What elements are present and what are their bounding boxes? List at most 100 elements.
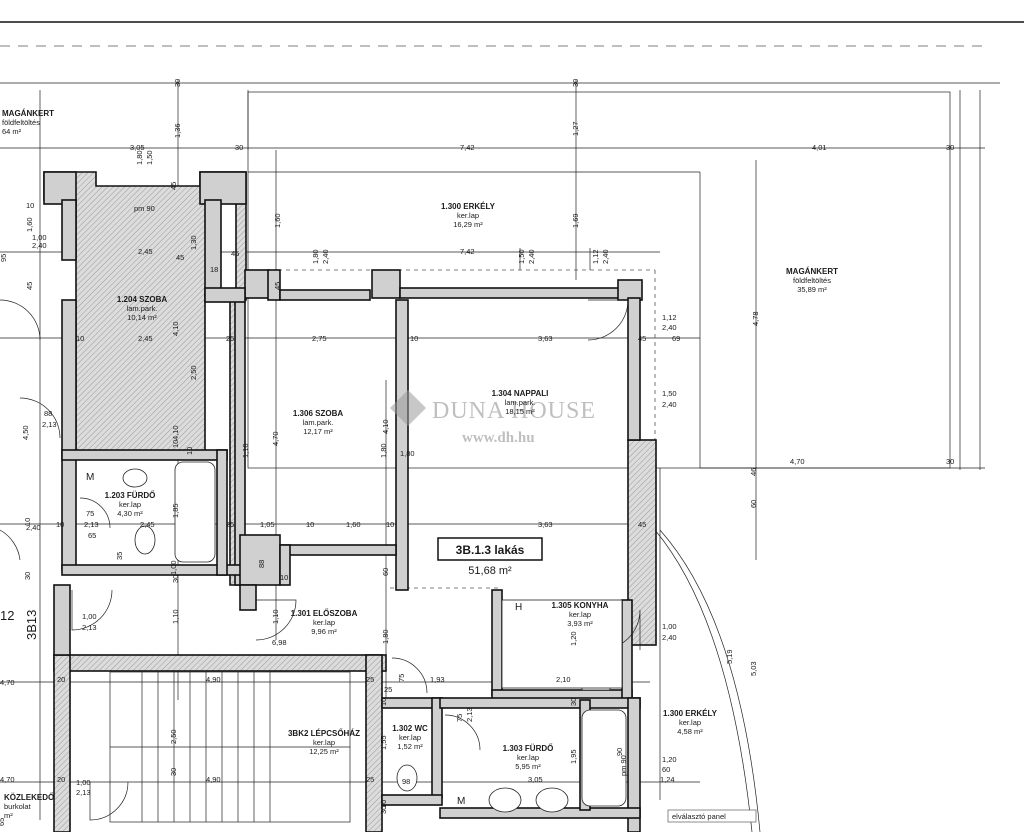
dimension-label: 88: [257, 560, 266, 568]
dimension-label: 1,50: [662, 389, 677, 398]
unit-area: 51,68 m²: [468, 565, 512, 577]
dimension-label: 1,80: [400, 449, 415, 458]
dimension-label: 2,13: [76, 788, 91, 797]
dimension-label: 1,05: [260, 520, 275, 529]
room-eloszoba-1301-surface: ker.lap: [313, 618, 335, 627]
dimension-label: 2,50: [189, 365, 198, 380]
dimension-label: 30: [569, 698, 578, 706]
dimension-label: 60: [749, 500, 758, 508]
dimension-label: 10: [386, 520, 394, 529]
dimension-label: 10: [410, 334, 418, 343]
dimension-label: 1,55: [379, 735, 388, 750]
room-nappali-1304-surface: lam.park.: [505, 398, 536, 407]
dimension-label: 45: [638, 334, 646, 343]
room-erkely-1300-right-area: 4,58 m²: [677, 727, 703, 736]
dimension-label: 4,70: [790, 457, 805, 466]
room-nappali-1304-name: 1.304 NAPPALI: [492, 389, 549, 398]
stair-treads: [109, 671, 351, 823]
dimension-label: 60: [381, 568, 390, 576]
dimension-label: 30: [171, 575, 180, 583]
room-eloszoba-1301-area: 9,96 m²: [311, 627, 337, 636]
dimension-label: 1,00: [32, 233, 47, 242]
unit-label-box: [437, 537, 543, 561]
room-furdo-1303-surface: ker.lap: [517, 753, 539, 762]
dimension-label: 90: [615, 748, 624, 756]
room-nappali-1304-area: 18,15 m²: [505, 407, 535, 416]
panel-note-box: [667, 809, 757, 823]
dimension-label: 1,27: [571, 121, 580, 136]
dimension-label: 20: [57, 675, 65, 684]
dimension-label: 2,45: [138, 334, 153, 343]
dimension-label: 65: [88, 531, 96, 540]
dimension-label: 2,13: [42, 420, 57, 429]
dimension-label: 35: [115, 552, 124, 560]
room-szoba-1204-area: 10,14 m²: [127, 313, 157, 322]
dimension-label: 4,10: [381, 419, 390, 434]
dimension-label: 1,80: [311, 249, 320, 264]
dimension-label: 25: [384, 685, 392, 694]
fixtures: [122, 461, 627, 813]
dimension-label: 1,80: [381, 629, 390, 644]
room-erkely-1300-top-name: 1.300 ERKÉLY: [441, 202, 496, 211]
dimension-label: 1,93: [430, 675, 445, 684]
dimension-label: 1,50: [145, 150, 154, 165]
room-furdo-1303-area: 5,95 m²: [515, 762, 541, 771]
dimension-label: 60: [662, 765, 670, 774]
dimension-label: 3,05: [130, 143, 145, 152]
dimension-label: 2,13: [82, 623, 97, 632]
room-furdo-1203-area: 4,30 m²: [117, 509, 143, 518]
room-maganker-left-surface: földfeltöltés: [2, 118, 40, 127]
dimension-label: 3,63: [538, 520, 553, 529]
room-wc-1302-surface: ker.lap: [399, 733, 421, 742]
dimension-label: 95: [0, 254, 8, 262]
dimension-label: 4,01: [812, 143, 827, 152]
pm90-bath-label: pm 90: [619, 755, 628, 776]
dimension-label: 1,10: [241, 443, 250, 458]
dimension-label: 1,50: [517, 249, 526, 264]
h-label: H: [515, 602, 522, 613]
dimension-label: 1,00: [76, 778, 91, 787]
dimension-label: 88: [44, 409, 52, 418]
dimension-label: 5,03: [749, 661, 758, 676]
dimension-label: 25: [366, 775, 374, 784]
dimension-label: 10: [379, 800, 388, 808]
watermark-brand: DUNA HOUSE: [432, 398, 596, 424]
room-furdo-1203-name: 1.203 FÜRDŐ: [105, 491, 156, 500]
dimension-label: 18: [210, 265, 218, 274]
dimension-label: 3,63: [538, 334, 553, 343]
dimension-label: 1,95: [569, 749, 578, 764]
room-magankert-right-surface: földfeltöltés: [793, 276, 831, 285]
dimension-label: 30: [23, 572, 32, 580]
dimension-label: 10: [26, 201, 34, 210]
dimension-label: 1,00: [662, 622, 677, 631]
dimension-label: 98: [402, 777, 410, 786]
m-label-1: M: [86, 472, 94, 483]
room-lepcsohaz-area: 12,25 m²: [309, 747, 339, 756]
dimension-label: 1,69: [571, 213, 580, 228]
dimension-label: 10: [379, 698, 388, 706]
room-szoba-1204-name: 1.204 SZOBA: [117, 295, 167, 304]
dimension-label: 4,78: [751, 311, 760, 326]
dimension-label: 10: [23, 518, 32, 526]
room-maganker-left-area: 64 m²: [2, 127, 22, 136]
dimension-label: 2,40: [527, 249, 536, 264]
dimension-label: 2,75: [312, 334, 327, 343]
dimension-label: 1,12: [591, 249, 600, 264]
pm90-top-label: pm 90: [134, 204, 155, 213]
dimension-label: 4,90: [206, 675, 221, 684]
watermark: DUNA HOUSE www.dh.hu: [390, 390, 596, 446]
room-maganker-left-name: MAGÁNKERT: [2, 109, 54, 118]
room-magankert-right-name: MAGÁNKERT: [786, 267, 838, 276]
dimension-label: 4,10: [171, 321, 180, 336]
duna-house-logo-icon: [390, 390, 426, 426]
dimension-label: 2,13: [84, 520, 99, 529]
dimension-label: 46: [749, 468, 758, 476]
dimension-label: 75: [455, 714, 464, 722]
dimension-label: 6,98: [272, 638, 287, 647]
dimension-label: 4,90: [206, 775, 221, 784]
dimension-label: 45: [169, 182, 178, 190]
room-erkely-1300-top-surface: ker.lap: [457, 211, 479, 220]
dimension-label: 1,10: [271, 609, 280, 624]
dimension-label: 2,40: [662, 400, 677, 409]
